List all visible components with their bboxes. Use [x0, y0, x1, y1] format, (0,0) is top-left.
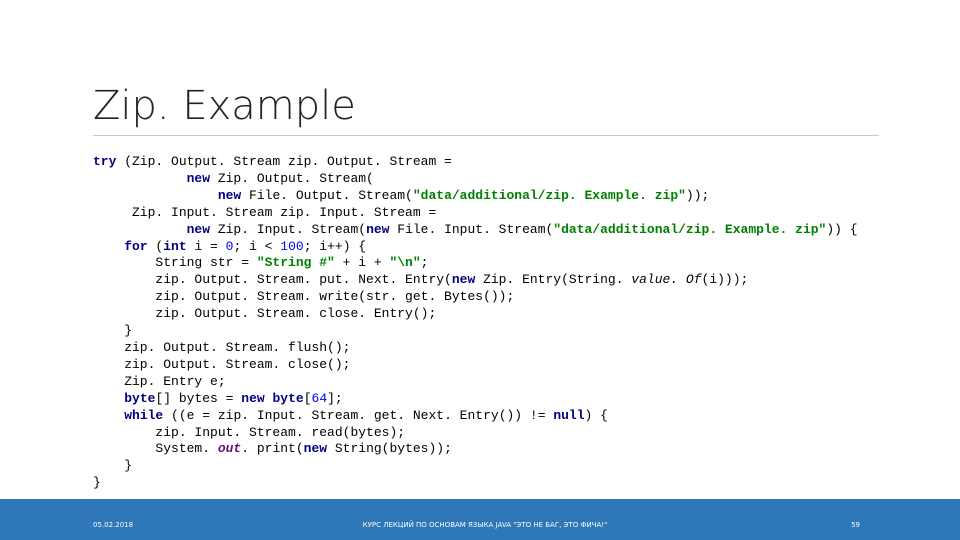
code-token: new: [241, 390, 265, 406]
code-token: ; i <: [233, 238, 281, 254]
code-token: ((e = zip. Input. Stream. get. Next. Ent…: [163, 407, 554, 423]
code-line: byte[] bytes = new byte[64];: [93, 391, 343, 406]
code-line: zip. Input. Stream. read(bytes);: [93, 425, 405, 440]
code-token: try: [93, 154, 117, 169]
code-line: Zip. Entry e;: [93, 373, 226, 389]
code-token: int: [163, 238, 187, 254]
code-token: [93, 408, 124, 423]
code-line: zip. Output. Stream. close. Entry();: [93, 306, 436, 321]
code-token: Zip. Input. Stream(: [210, 221, 367, 237]
code-token: zip. Output. Stream. write(str. get. Byt…: [93, 289, 515, 305]
code-token: [93, 222, 187, 237]
code-line: new Zip. Input. Stream(new File. Input. …: [93, 222, 858, 237]
code-token: ) {: [584, 407, 608, 423]
footer-course-title: КУРС ЛЕКЦИЙ ПО ОСНОВАМ ЯЗЫКА JAVA "ЭТО Н…: [362, 521, 608, 529]
code-line: zip. Output. Stream. flush();: [93, 340, 350, 355]
code-token: new: [366, 221, 390, 237]
code-token: (: [147, 238, 164, 254]
code-token: Zip. Input. Stream zip. Input. Stream =: [93, 204, 437, 220]
code-token: [93, 188, 218, 203]
footer-bar: [0, 499, 960, 540]
code-token: new: [217, 187, 242, 203]
code-token: [: [303, 390, 312, 406]
code-token: new: [186, 221, 211, 237]
code-token: "\n": [389, 255, 421, 271]
code-token: [] bytes =: [155, 390, 242, 406]
code-line: String str = "String #" + i + "\n";: [93, 255, 428, 270]
code-token: File. Input. Stream(: [389, 221, 554, 237]
code-token: ];: [327, 390, 343, 406]
code-token: ; i++) {: [303, 238, 367, 254]
footer-date: 05.02.2018: [93, 521, 134, 529]
slide-title: Zip. Example: [93, 83, 356, 129]
code-token: }: [93, 323, 133, 339]
code-token: i =: [186, 238, 226, 254]
code-token: zip. Output. Stream. close. Entry();: [93, 306, 437, 322]
code-token: out: [217, 441, 242, 457]
code-token: [93, 391, 124, 406]
code-line: }: [93, 458, 132, 473]
code-token: byte: [272, 390, 304, 406]
code-token: }: [93, 458, 133, 474]
code-token: new: [186, 170, 211, 186]
code-token: + i +: [334, 255, 390, 271]
code-token: 64: [311, 390, 328, 406]
code-line: while ((e = zip. Input. Stream. get. Nex…: [93, 408, 608, 423]
code-token: (Zip. Output. Stream zip. Output. Stream…: [116, 154, 452, 169]
code-token: value. Of: [631, 272, 702, 288]
code-token: Zip. Output. Stream(: [210, 170, 374, 186]
code-line: Zip. Input. Stream zip. Input. Stream =: [93, 205, 436, 220]
code-line: }: [93, 323, 132, 338]
code-token: )) {: [826, 221, 858, 237]
code-token: for: [124, 238, 148, 254]
code-token: "String #": [256, 255, 335, 271]
page-number: 59: [851, 521, 860, 529]
code-token: [93, 171, 187, 186]
code-token: "data/additional/zip. Example. zip": [553, 221, 827, 237]
title-divider: [93, 135, 879, 136]
code-token: zip. Output. Stream. put. Next. Entry(: [93, 272, 452, 288]
code-line: zip. Output. Stream. put. Next. Entry(ne…: [93, 272, 748, 287]
code-token: new: [303, 441, 328, 457]
code-token: Zip. Entry(String.: [475, 272, 632, 288]
code-line: zip. Output. Stream. close();: [93, 357, 350, 372]
code-token: ));: [685, 187, 710, 203]
code-token: while: [124, 407, 164, 423]
code-token: [93, 239, 124, 254]
code-token: 0: [225, 238, 234, 254]
code-token: String(bytes));: [327, 441, 452, 457]
code-line: try (Zip. Output. Stream zip. Output. St…: [93, 154, 452, 169]
code-token: byte: [124, 390, 156, 406]
code-token: "data/additional/zip. Example. zip": [412, 187, 686, 203]
code-token: null: [553, 407, 585, 423]
code-token: new: [451, 272, 476, 288]
code-line: new Zip. Output. Stream(: [93, 171, 374, 186]
code-token: 100: [280, 238, 304, 254]
code-block: try (Zip. Output. Stream zip. Output. St…: [93, 154, 858, 492]
code-line: System. out. print(new String(bytes));: [93, 441, 452, 457]
code-token: . print(: [241, 441, 304, 457]
code-token: File. Output. Stream(: [241, 187, 413, 203]
code-token: zip. Output. Stream. close();: [93, 356, 351, 372]
code-token: }: [93, 475, 101, 491]
code-token: zip. Input. Stream. read(bytes);: [93, 424, 406, 440]
code-token: Zip. Entry e;: [93, 373, 226, 389]
code-token: (i)));: [701, 272, 749, 288]
code-token: zip. Output. Stream. flush();: [93, 339, 351, 355]
code-token: String str =: [93, 255, 257, 271]
code-token: System.: [93, 441, 218, 457]
code-line: for (int i = 0; i < 100; i++) {: [93, 239, 366, 254]
code-line: }: [93, 475, 101, 490]
code-line: zip. Output. Stream. write(str. get. Byt…: [93, 289, 514, 304]
code-line: new File. Output. Stream("data/additiona…: [93, 187, 710, 203]
code-token: ;: [420, 255, 429, 271]
